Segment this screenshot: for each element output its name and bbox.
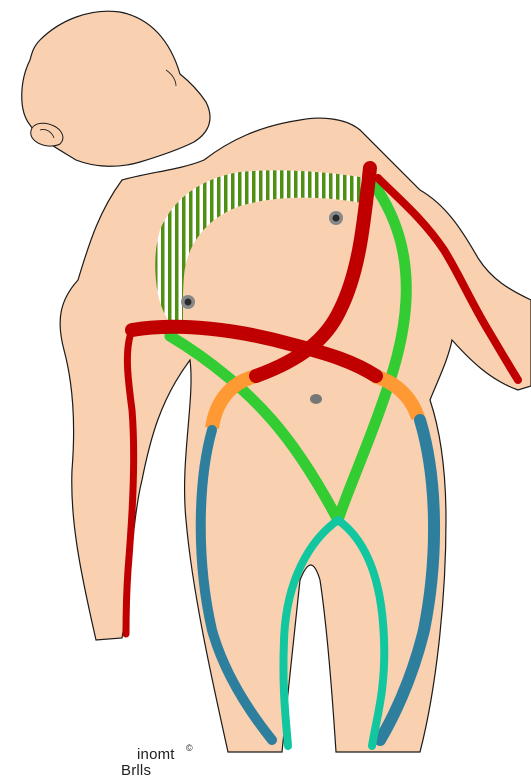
logo-line-bottom: Brlls	[121, 762, 151, 779]
nipple-right	[329, 211, 343, 225]
logo: inomt © Brlls	[121, 746, 201, 782]
logo-line-top: inomt	[137, 746, 175, 763]
copyright-symbol: ©	[186, 743, 193, 753]
navel	[310, 394, 322, 404]
nipple-left	[181, 295, 195, 309]
